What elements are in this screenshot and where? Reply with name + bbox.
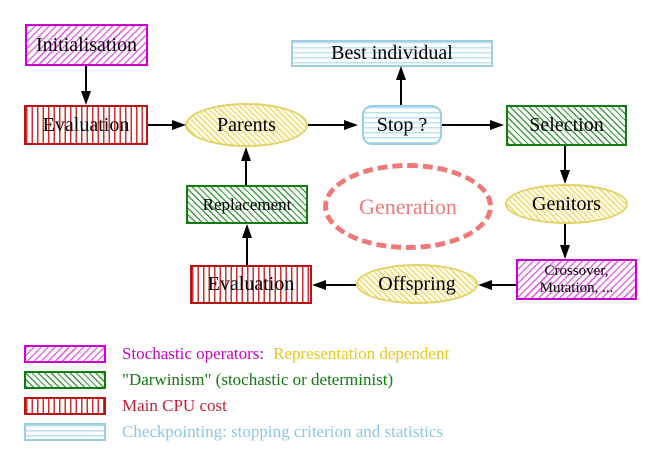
arrow-line-selection-genitors	[564, 146, 566, 171]
legend-checkpointing-label: Checkpointing: stopping criterion and st…	[122, 422, 444, 441]
arrow-line-genitors-crossover	[564, 224, 566, 246]
stop-label: Stop ?	[376, 113, 428, 136]
arrow-line-stop-selection	[442, 124, 490, 126]
offspring-ellipse: Offspring	[356, 264, 478, 304]
arrowhead-replacement-parents	[241, 147, 251, 161]
arrow-line-replacement-parents	[245, 160, 247, 185]
legend-swatch-checkpointing	[24, 423, 106, 441]
legend-row-stochastic: Stochastic operators: Representation depe…	[122, 344, 449, 364]
legend-swatch-stochastic	[24, 345, 106, 363]
best-individual-box: Best individual	[291, 40, 493, 67]
best-individual-label: Best individual	[331, 42, 453, 64]
genitors-ellipse: Genitors	[505, 184, 628, 224]
replacement-label: Replacement	[202, 194, 292, 214]
genitors-label: Genitors	[532, 192, 601, 215]
arrowhead-crossover-offspring	[478, 280, 492, 290]
arrowhead-genitors-crossover	[560, 245, 570, 259]
arrow-line-crossover-offspring	[491, 284, 516, 286]
legend-cpu-label: Main CPU cost	[122, 396, 227, 415]
arrow-line-init-eval	[85, 66, 87, 92]
arrowhead-eval-replacement	[242, 224, 252, 238]
initialisation-label: Initialisation	[35, 33, 138, 56]
stop-box: Stop ?	[362, 105, 442, 145]
legend-representation-label: Representation dependent	[273, 344, 450, 363]
generation-label: Generation	[359, 193, 457, 219]
parents-ellipse: Parents	[185, 103, 308, 147]
legend-stochastic-label: Stochastic operators:	[122, 344, 265, 363]
offspring-label: Offspring	[378, 272, 456, 295]
arrow-line-offspring-eval	[325, 284, 356, 286]
legend-swatch-darwinism	[24, 371, 106, 389]
arrowhead-parents-stop	[344, 120, 358, 130]
legend-darwinism-label: "Darwinism" (stochastic or determinist)	[122, 370, 394, 389]
crossover-label: Crossover,	[544, 262, 609, 279]
arrow-line-parents-stop	[308, 124, 344, 126]
selection-box: Selection	[506, 105, 627, 146]
arrow-line-eval-replacement	[246, 237, 248, 265]
evaluation-bottom-box: Evaluation	[190, 265, 312, 304]
mutation-label: Mutation, ...	[539, 279, 614, 296]
evaluation-top-box: Evaluation	[24, 105, 148, 145]
arrowhead-selection-genitors	[560, 170, 570, 184]
arrow-line-stop-best	[400, 79, 402, 105]
arrow-line-eval-parents	[148, 124, 174, 126]
evaluation-bottom-label: Evaluation	[207, 273, 295, 295]
crossover-mutation-box: Crossover, Mutation, ...	[516, 259, 637, 300]
initialisation-box: Initialisation	[25, 24, 148, 66]
arrowhead-eval-parents	[172, 120, 186, 130]
selection-label: Selection	[529, 114, 604, 136]
legend-swatch-cpu	[24, 397, 106, 415]
replacement-box: Replacement	[186, 185, 308, 224]
arrowhead-offspring-eval	[312, 280, 326, 290]
arrowhead-stop-best	[396, 66, 406, 80]
evaluation-top-label: Evaluation	[42, 113, 130, 136]
arrowhead-init-eval	[81, 91, 91, 105]
parents-label: Parents	[217, 113, 276, 136]
generation-ellipse: Generation	[323, 163, 493, 250]
arrowhead-stop-selection	[490, 120, 504, 130]
